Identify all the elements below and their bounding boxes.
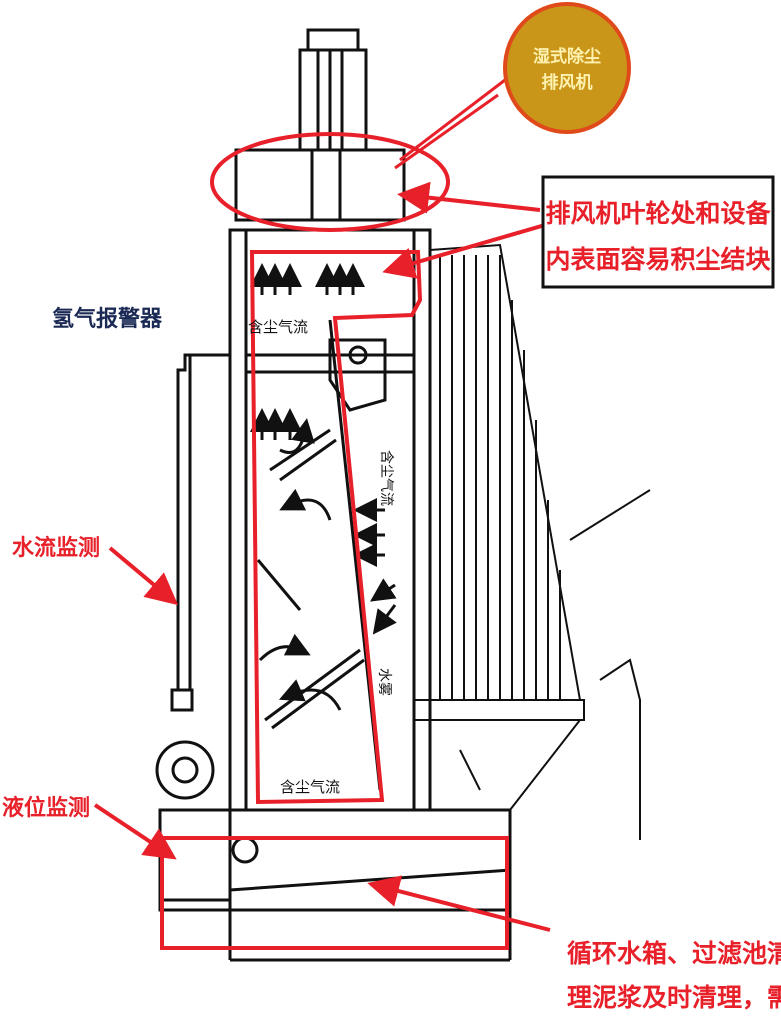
tank-highlight [160, 836, 509, 950]
dust-airflow-bottom-label: 含尘气流 [280, 778, 340, 796]
tank-note-line-2: 理泥浆及时清理，需 [567, 983, 781, 1012]
fan-callout-bubble: 湿式除尘 排风机 [503, 2, 631, 134]
water-mist-label: 水雾 [376, 668, 392, 696]
liquid-level-label: 液位监测 [2, 795, 90, 821]
impeller-note-box: 排风机叶轮处和设备 内表面容易积尘结块 [541, 175, 775, 289]
side-dust-airflow-label: 含尘气流 [378, 450, 394, 506]
side-fins [413, 243, 651, 840]
water-pipe [155, 353, 230, 902]
fan-highlight-ellipse [210, 132, 450, 232]
impeller-note-line-1: 排风机叶轮处和设备 [545, 199, 771, 228]
airflow-arrows [250, 263, 397, 635]
swirl-arrows [258, 418, 342, 711]
water-tank [158, 808, 512, 962]
water-flow-label: 水流监测 [12, 535, 100, 561]
fan-motor [234, 28, 406, 222]
hydrogen-alarm-label: 氢气报警器 [52, 306, 163, 332]
fan-bubble-line-2: 排风机 [542, 72, 593, 93]
impeller-note-line-2: 内表面容易积尘结块 [545, 245, 770, 274]
tank-note-line-1: 循环水箱、过滤池清 [567, 939, 781, 968]
fan-bubble-line-1: 湿式除尘 [533, 46, 601, 67]
dust-airflow-top-label: 含尘气流 [248, 318, 308, 336]
highlight-outlines [93, 78, 551, 950]
